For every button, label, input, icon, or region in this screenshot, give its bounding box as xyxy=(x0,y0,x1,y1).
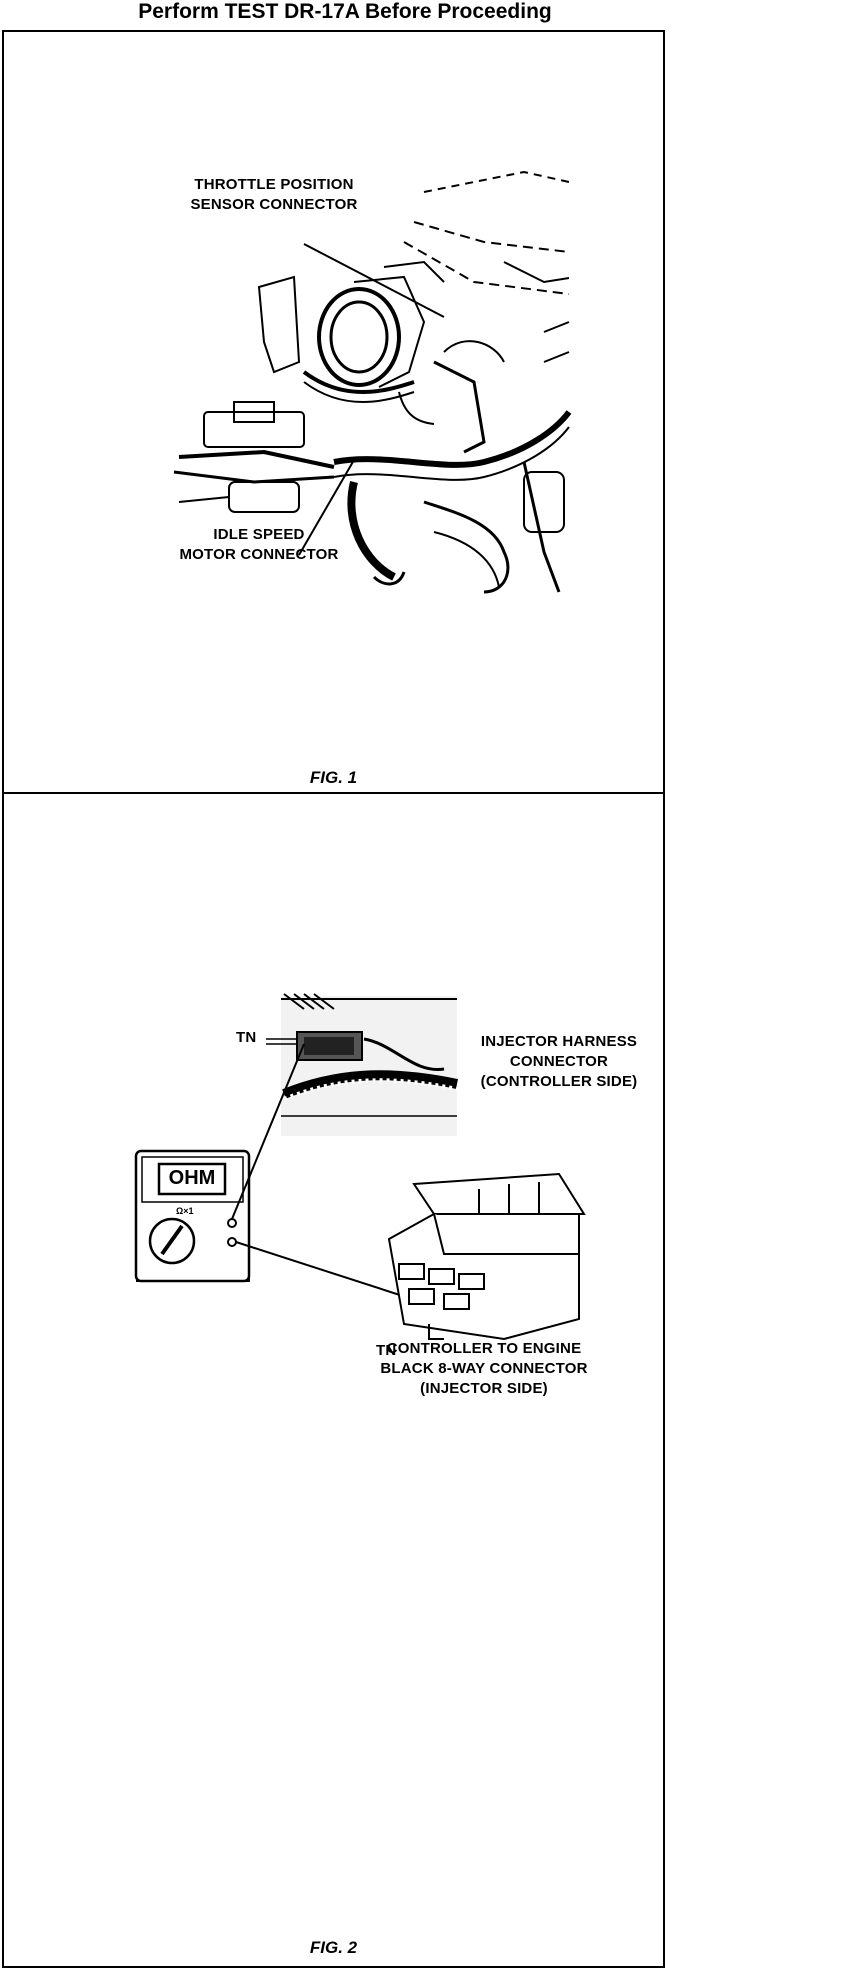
injector-harness-drawing xyxy=(281,993,459,1136)
isc-label-line1: IDLE SPEED xyxy=(213,526,305,543)
engine-illustration xyxy=(173,170,572,594)
tps-label-line2: SENSOR CONNECTOR xyxy=(190,196,358,213)
ctrl-label-line2: BLACK 8-WAY CONNECTOR xyxy=(380,1360,588,1377)
ctrl-label-line3: (INJECTOR SIDE) xyxy=(420,1380,548,1397)
figure-2-panel: OHM Ω×1 TN TN INJECTOR HARNESS CONNECTOR… xyxy=(2,792,665,1968)
tn-label-top: TN xyxy=(236,1029,257,1046)
isc-label-line2: MOTOR CONNECTOR xyxy=(179,546,339,563)
meter-display: OHM xyxy=(168,1167,216,1189)
figure-1-panel: THROTTLE POSITION SENSOR CONNECTOR IDLE … xyxy=(2,30,665,796)
page-header: Perform TEST DR-17A Before Proceeding xyxy=(0,0,690,30)
tps-label-line1: THROTTLE POSITION xyxy=(194,176,354,193)
header-title: Perform TEST DR-17A Before Proceeding xyxy=(138,0,552,23)
tn-label-bottom: TN xyxy=(376,1342,397,1359)
inj-label-line2: CONNECTOR xyxy=(509,1053,609,1070)
eight-way-connector xyxy=(387,1172,586,1341)
ctrl-label-line1: CONTROLLER TO ENGINE xyxy=(386,1340,582,1357)
ohmmeter-illustration xyxy=(134,993,586,1341)
controller-connector-label: CONTROLLER TO ENGINE BLACK 8-WAY CONNECT… xyxy=(354,1339,614,1399)
injector-harness-label: INJECTOR HARNESS CONNECTOR (CONTROLLER S… xyxy=(464,1032,654,1092)
inj-label-line3: (CONTROLLER SIDE) xyxy=(480,1073,638,1090)
meter-range-label: Ω×1 xyxy=(176,1206,194,1216)
inj-label-line1: INJECTOR HARNESS xyxy=(480,1033,638,1050)
figure-1-caption: FIG. 1 xyxy=(309,768,358,787)
ohmmeter-body xyxy=(134,1149,251,1283)
tps-label: THROTTLE POSITION SENSOR CONNECTOR xyxy=(174,175,374,215)
isc-label: IDLE SPEED MOTOR CONNECTOR xyxy=(154,525,364,565)
figure-2-caption: FIG. 2 xyxy=(309,1938,358,1957)
